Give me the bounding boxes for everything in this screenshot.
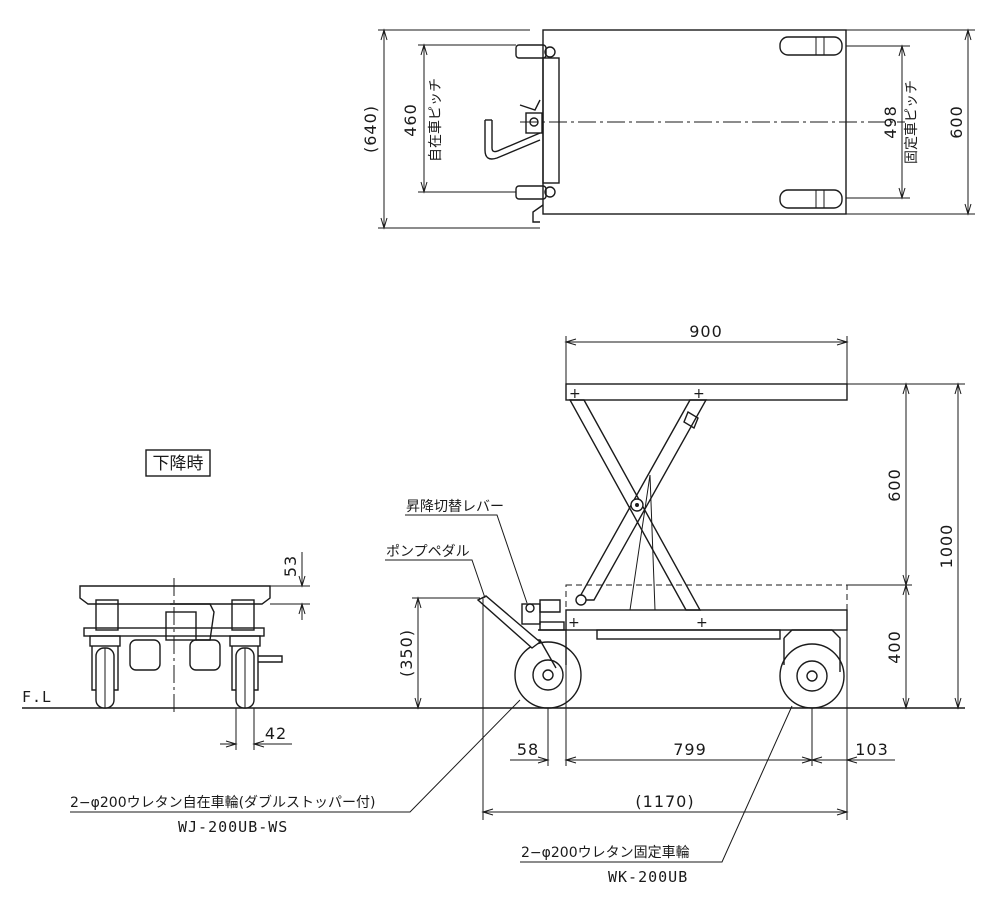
top-dim-table-width: 600 xyxy=(947,105,966,139)
top-label-caster-pitch: 自在車ピッチ xyxy=(427,78,444,162)
label-lever: 昇降切替レバー xyxy=(406,499,504,515)
dim-table-length: 900 xyxy=(689,322,723,341)
top-view: (640) 460 自在車ピッチ 498 固定車ピッチ 600 xyxy=(361,28,975,230)
svg-text:+: + xyxy=(568,615,580,631)
top-label-fixed-pitch: 固定車ピッチ xyxy=(903,80,920,164)
code-caster: WJ-200UB-WS xyxy=(178,818,288,836)
label-fixed: 2−φ200ウレタン固定車輪 xyxy=(521,844,690,861)
dim-max-height: 1000 xyxy=(937,524,956,569)
side-view: + + + + xyxy=(70,322,965,886)
floor-label: F.L xyxy=(22,688,52,706)
dim-overall-length: (1170) xyxy=(635,792,694,811)
svg-text:+: + xyxy=(693,386,705,402)
top-fixed-wheel-upper xyxy=(779,36,843,56)
lowered-view: 下降時 53 xyxy=(79,449,310,750)
side-fixed-wheel xyxy=(779,629,845,709)
lowered-dim-table-thickness: 53 xyxy=(281,555,300,577)
dim-rear-offset: 103 xyxy=(855,740,889,759)
label-pump-pedal: ポンプペダル xyxy=(386,544,470,560)
lowered-title-box xyxy=(145,449,211,477)
scissor-arms xyxy=(568,399,708,611)
side-pump-pedal xyxy=(476,595,561,649)
lowered-table xyxy=(79,585,271,605)
top-fixed-wheel-lower xyxy=(779,189,843,209)
dim-pedal-height: (350) xyxy=(397,629,416,677)
label-caster: 2−φ200ウレタン自在車輪(ダブルストッパー付) xyxy=(70,794,376,811)
lowered-right-caster xyxy=(229,635,283,709)
top-dim-fixed-pitch: 498 xyxy=(881,105,900,139)
code-fixed: WK-200UB xyxy=(608,868,688,886)
side-top-table xyxy=(565,383,848,401)
dim-front-offset: 58 xyxy=(517,740,539,759)
dim-lift-stroke: 600 xyxy=(885,468,904,502)
top-dim-overall-width: (640) xyxy=(361,105,380,153)
top-dim-caster-pitch: 460 xyxy=(401,103,420,137)
lowered-dim-wheel-offset: 42 xyxy=(265,724,287,743)
dim-wheel-base: 799 xyxy=(673,740,707,759)
svg-text:+: + xyxy=(569,386,581,402)
lowered-left-caster xyxy=(89,635,121,709)
top-pedal-arm xyxy=(484,120,541,160)
dim-min-height: 400 xyxy=(885,630,904,664)
lowered-title: 下降時 xyxy=(153,454,204,474)
svg-text:+: + xyxy=(696,615,708,631)
top-handle-bar xyxy=(542,57,560,184)
